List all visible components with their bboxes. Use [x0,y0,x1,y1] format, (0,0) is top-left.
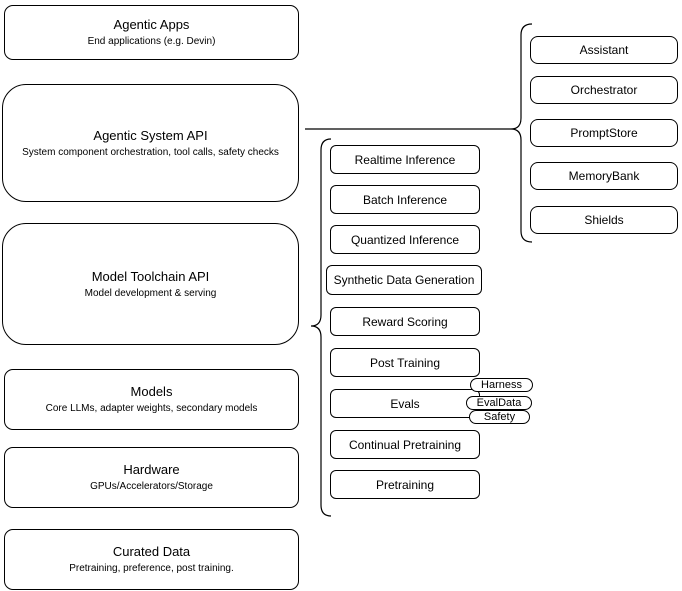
eval-badge-safety: Safety [469,410,530,424]
service-box-evals: Evals [330,389,480,418]
service-label: Reward Scoring [362,314,448,329]
service-label: Synthetic Data Generation [333,273,475,287]
eval-badge-label: Harness [481,379,522,391]
layer-subtitle: Pretraining, preference, post training. [69,563,234,574]
layer-subtitle: Model development & serving [84,287,217,299]
service-box-quantized-inference: Quantized Inference [330,225,480,254]
layer-box-agentic-system-api: Agentic System API System component orch… [2,84,299,202]
layer-title: Models [130,384,173,399]
layer-title: Curated Data [112,544,191,559]
layer-title: Agentic Apps [113,17,190,32]
layer-title: Hardware [123,462,180,477]
layer-box-agentic-apps: Agentic Apps End applications (e.g. Devi… [4,5,299,60]
service-box-continual-pretraining: Continual Pretraining [330,430,480,459]
service-box-batch-inference: Batch Inference [330,185,480,214]
service-label: Realtime Inference [354,152,456,167]
component-label: PromptStore [570,126,638,140]
layer-subtitle: End applications (e.g. Devin) [87,36,216,47]
layer-subtitle: Core LLMs, adapter weights, secondary mo… [45,403,258,414]
layer-title: Agentic System API [93,127,208,143]
component-label: Orchestrator [570,83,638,97]
layer-box-curated-data: Curated Data Pretraining, preference, po… [4,529,299,590]
eval-badge-label: EvalData [476,397,522,409]
component-label: Assistant [579,43,629,57]
service-label: Post Training [369,355,441,370]
service-label: Evals [390,396,420,411]
eval-badge-harness: Harness [470,378,533,392]
layer-subtitle: System component orchestration, tool cal… [22,146,279,158]
layer-subtitle: GPUs/Accelerators/Storage [90,481,213,492]
component-box-shields: Shields [530,206,678,234]
layer-box-model-toolchain-api: Model Toolchain API Model development & … [2,223,299,345]
service-label: Batch Inference [362,192,448,207]
layer-box-models: Models Core LLMs, adapter weights, secon… [4,369,299,430]
layer-title: Model Toolchain API [91,268,210,284]
service-box-pretraining: Pretraining [330,470,480,499]
components-brace [510,23,533,243]
eval-badge-label: Safety [483,411,516,423]
service-box-reward-scoring: Reward Scoring [330,307,480,336]
service-box-post-training: Post Training [330,348,480,377]
service-label: Continual Pretraining [348,437,462,452]
component-box-orchestrator: Orchestrator [530,76,678,104]
component-box-assistant: Assistant [530,36,678,64]
eval-badge-evaldata: EvalData [466,396,532,410]
service-box-realtime-inference: Realtime Inference [330,145,480,174]
component-label: MemoryBank [568,169,640,183]
layer-box-hardware: Hardware GPUs/Accelerators/Storage [4,447,299,508]
service-label: Pretraining [375,477,435,492]
toolchain-brace [310,138,332,517]
service-label: Quantized Inference [350,232,460,247]
component-box-promptstore: PromptStore [530,119,678,147]
service-box-synthetic-data-generation: Synthetic Data Generation [326,265,482,295]
component-label: Shields [584,213,624,227]
component-box-memorybank: MemoryBank [530,162,678,190]
